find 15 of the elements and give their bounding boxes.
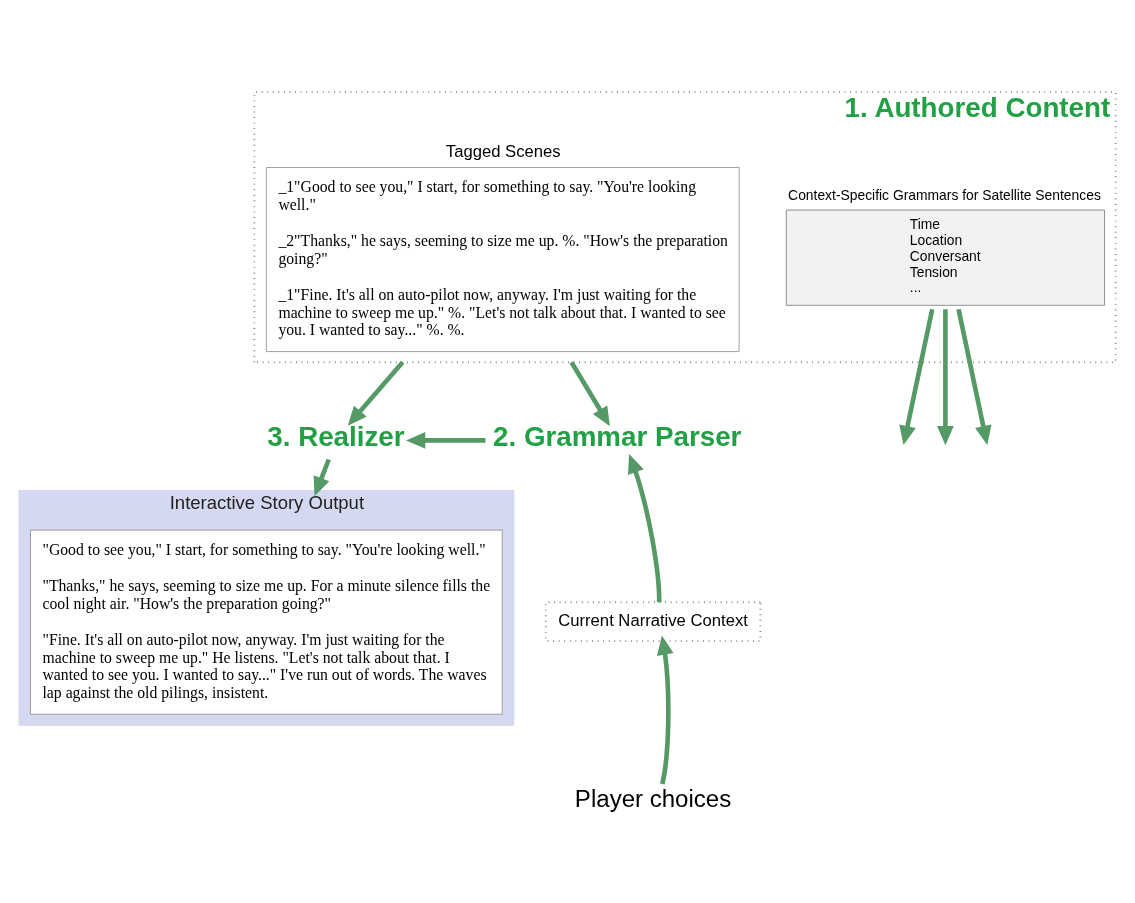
node-text: Player choices: [574, 785, 732, 813]
arrow: [899, 308, 935, 446]
node-text: 2. Grammar Parser: [493, 421, 742, 453]
arrow: [628, 454, 662, 603]
node-text: 3. Realizer: [267, 421, 405, 453]
arrow: [347, 360, 405, 426]
node-box: Current Narrative Context: [544, 601, 762, 643]
node-label: Context-Specific Grammars for Satellite Sentences: [788, 186, 1101, 203]
arrow: [406, 432, 486, 449]
arrow: [656, 635, 674, 785]
arrow: [313, 458, 331, 497]
arrow: [569, 361, 610, 427]
arrow: [937, 309, 954, 446]
arrow: [956, 308, 992, 446]
node-label: Tagged Scenes: [445, 141, 561, 161]
